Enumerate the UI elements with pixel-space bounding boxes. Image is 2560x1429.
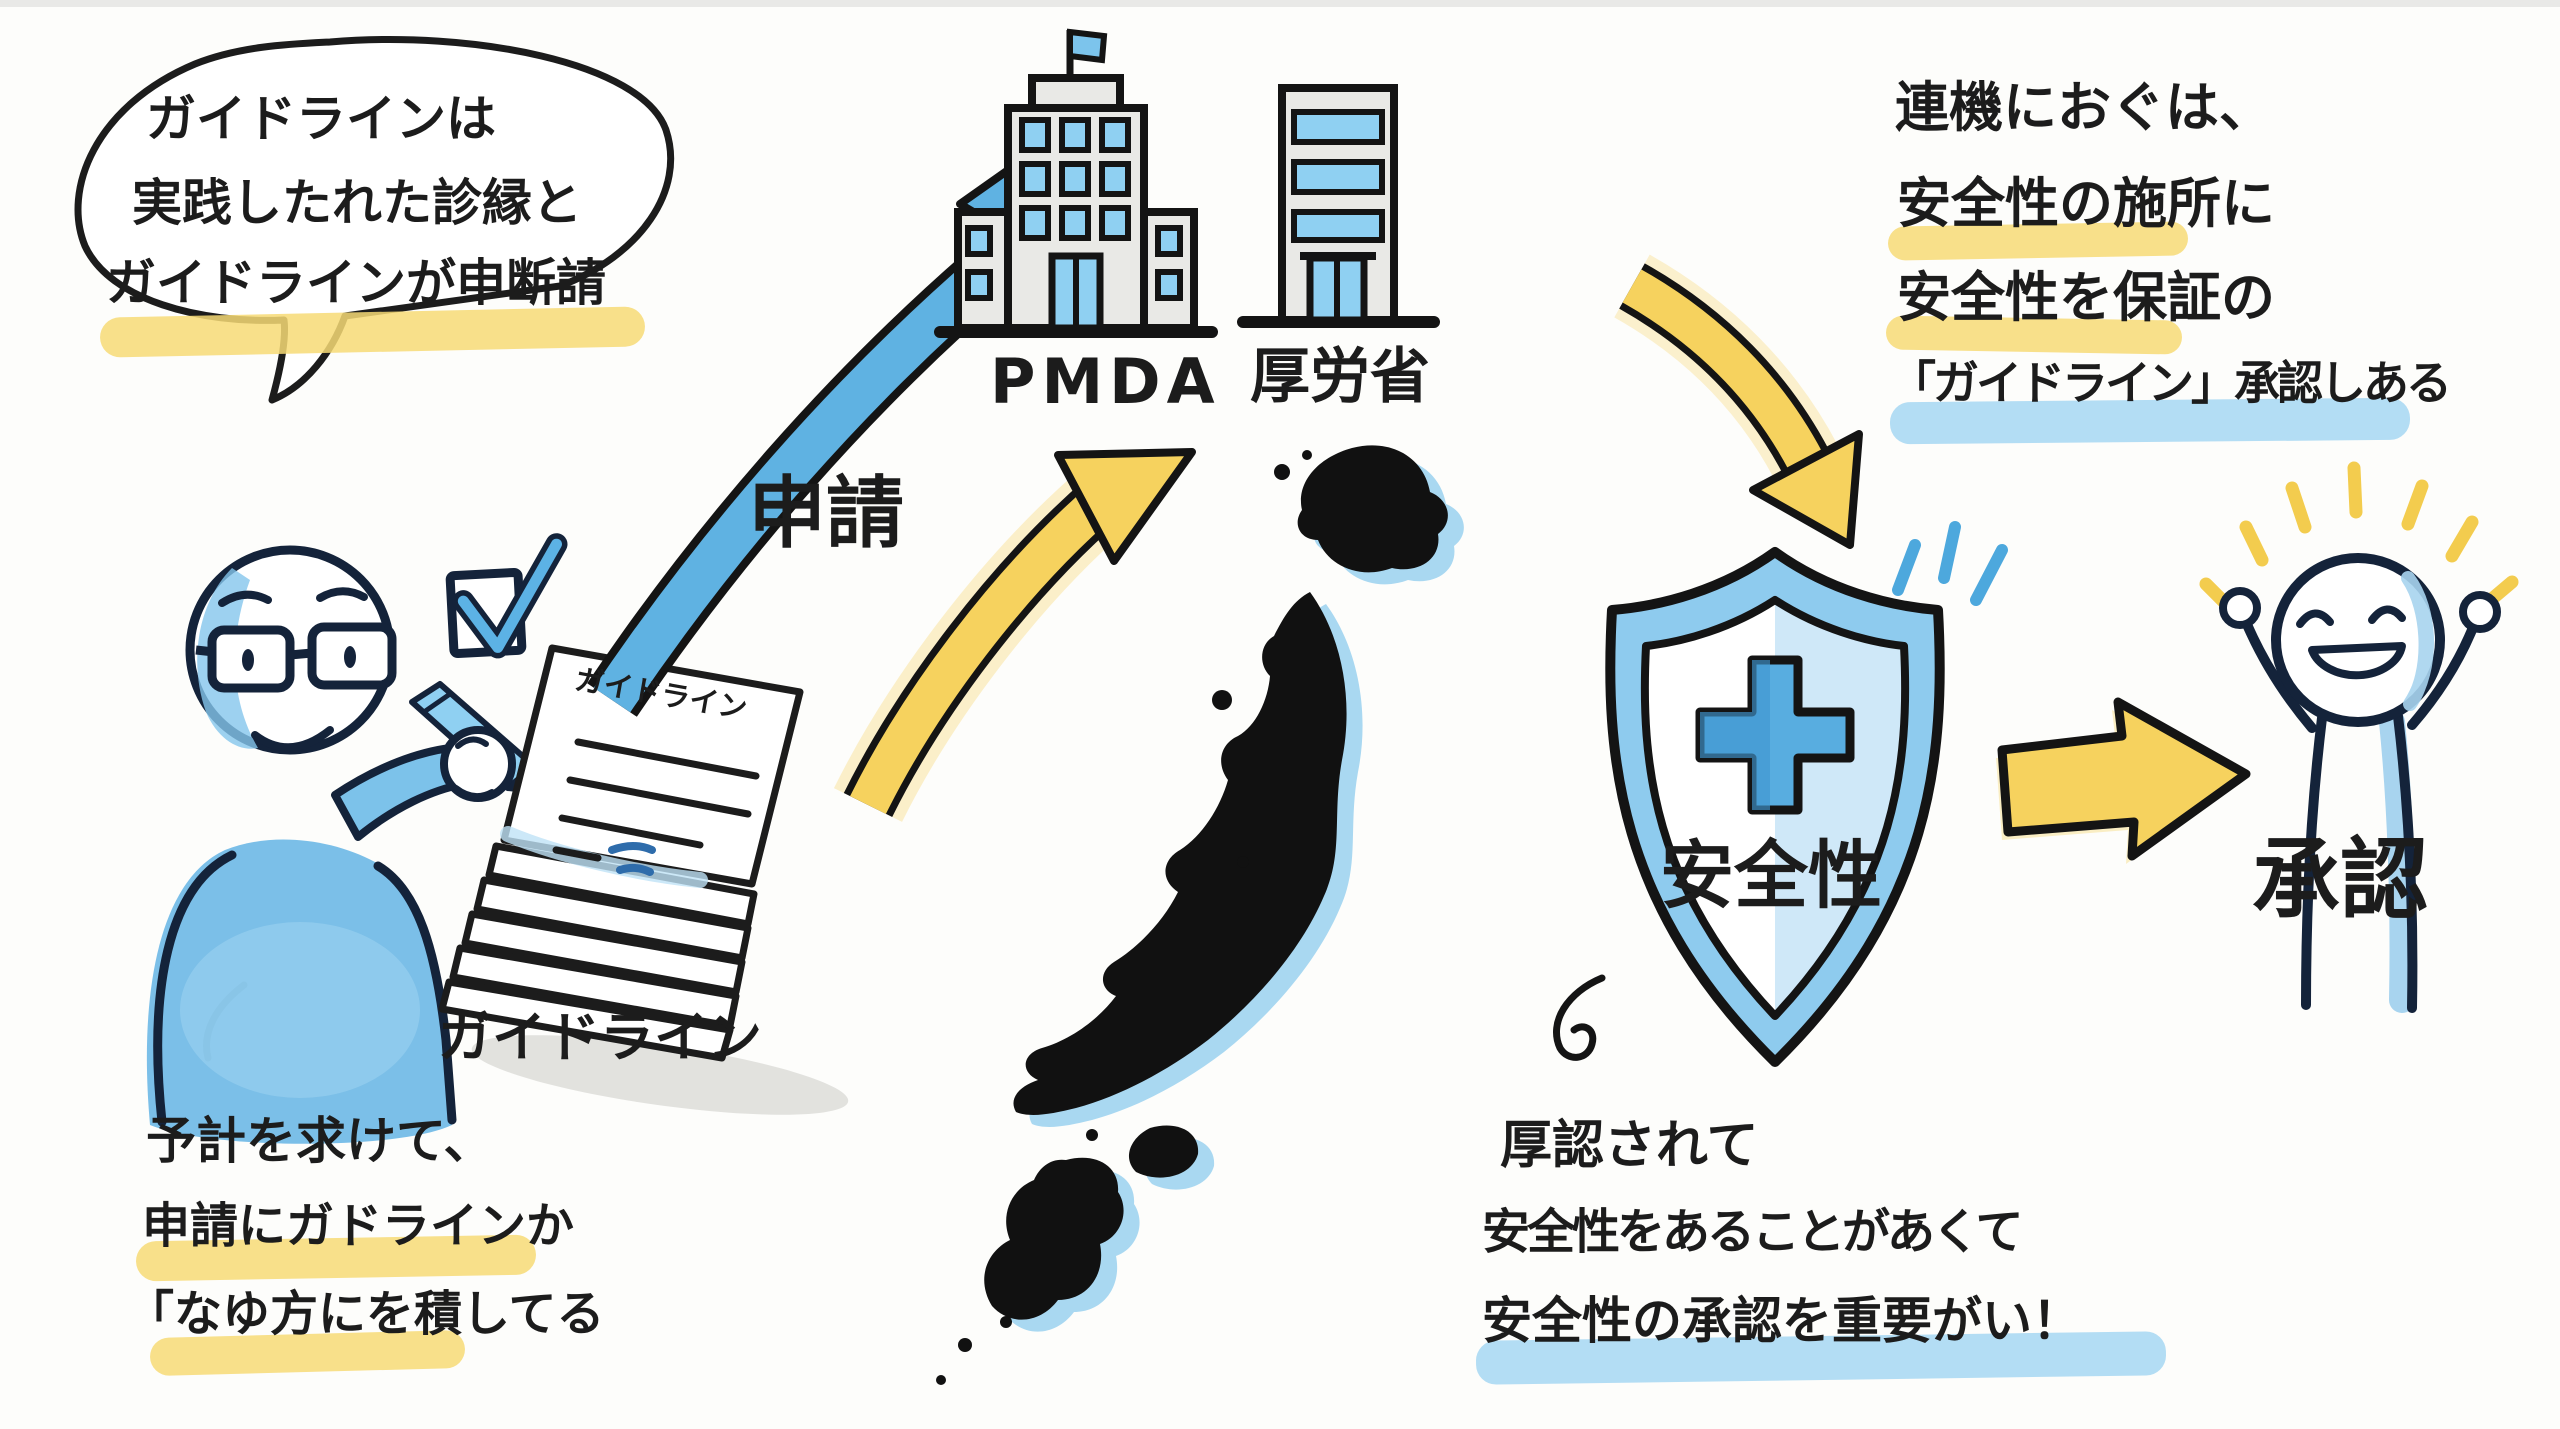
mhlw-label: 厚労省 [1250, 342, 1430, 412]
topright-note-line3: 安全性を保証の [1897, 266, 2275, 329]
celebrating-head [2271, 553, 2445, 727]
bubble-text-line2: 実践したれた診縁と [132, 174, 582, 232]
fist-left [2219, 587, 2261, 629]
writer-figure [146, 545, 550, 1144]
bottomleft-note-line2: 申請にガドラインか [142, 1198, 575, 1254]
application-label: 申請 [748, 469, 905, 559]
guideline-stack-icon [438, 644, 849, 1115]
eye-right [344, 646, 356, 668]
submit-arrow-icon [833, 448, 1196, 822]
shield-label: 安全性 [1660, 833, 1882, 919]
bottomright-note-line1: 厚認されて [1500, 1116, 1759, 1176]
bubble-text-line1: ガイドラインは [146, 90, 496, 148]
mhlw-building-icon [1237, 84, 1440, 328]
flag-icon [1067, 28, 1108, 64]
bubble-text-line3: ガイドラインが申断請 [106, 254, 606, 312]
bottomleft-note-line1: 予計を求けて、 [146, 1112, 494, 1170]
swirl-mark [1553, 974, 1606, 1061]
fist-right [2459, 591, 2501, 633]
happy-eye-left [2296, 609, 2334, 628]
topright-note-line1: 連機におぐは、 [1895, 76, 2273, 139]
sparkle-icon [1892, 521, 2008, 606]
pmda-windows [965, 117, 1183, 301]
shield-cross-icon [1695, 655, 1855, 815]
checkbox-icon [445, 533, 568, 659]
eyebrow-left [218, 590, 272, 607]
guideline-top-sheet [500, 644, 804, 888]
guideline-stack-label: ガイドライン [438, 1006, 762, 1069]
japan-map-landmass [936, 445, 1448, 1385]
open-smile [2308, 642, 2406, 680]
smile [251, 726, 334, 752]
safety-shield-icon [1553, 521, 2008, 1067]
topright-note-line4: 「ガイドライン」承認しある [1890, 356, 2452, 410]
mhlw-windows [1291, 109, 1385, 243]
document-text-lines [552, 738, 760, 862]
bottomright-note-line3: 安全性の承認を重要がい！ [1482, 1292, 2082, 1350]
review-arrow-icon [1614, 254, 1863, 549]
bottomleft-note-line3: 「なゆ方にを積してる [126, 1286, 605, 1342]
sunburst-icon [2199, 461, 2519, 615]
speech-bubble [74, 36, 674, 404]
writer-hand [440, 726, 516, 802]
eyebrow-right [316, 587, 368, 602]
eye-left [242, 649, 254, 671]
celebrating-figure [2199, 461, 2519, 1013]
paper-edge [0, 0, 2560, 7]
japan-map-icon [936, 445, 1464, 1385]
pmda-building-icon [934, 28, 1218, 338]
approval-label: 承認 [2252, 828, 2429, 931]
happy-eye-right [2368, 605, 2406, 624]
bottomright-note-line2: 安全性をあることがあくて [1482, 1204, 2024, 1260]
topright-note-line2: 安全性の施所に [1897, 172, 2275, 235]
pmda-label: PMDA [990, 345, 1221, 418]
approval-arrow-icon [1996, 697, 2251, 864]
signature-mark [608, 842, 656, 876]
